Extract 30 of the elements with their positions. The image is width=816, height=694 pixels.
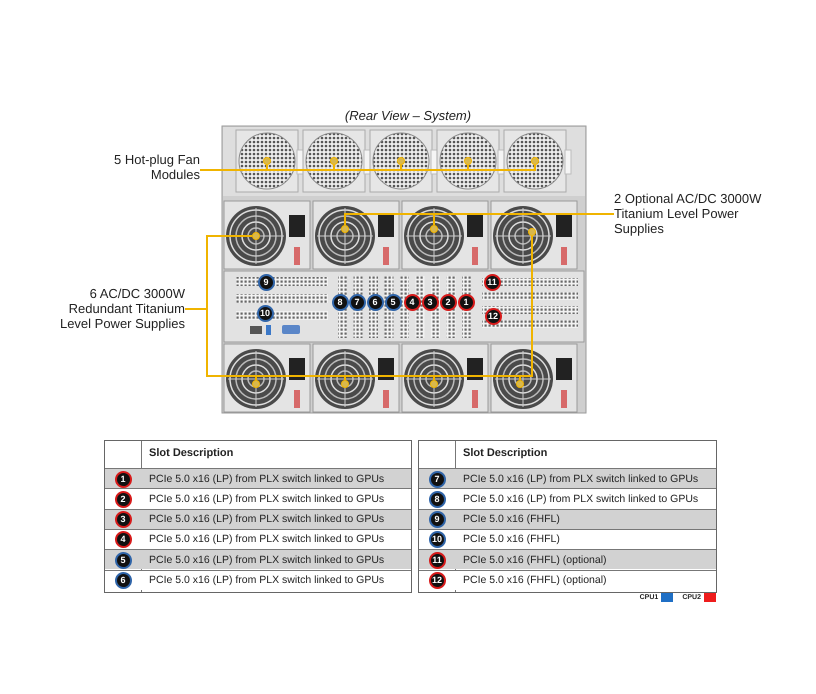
- callout-number: 2: [114, 490, 132, 508]
- callout-number: 10: [428, 531, 446, 548]
- slot-description: PCIe 5.0 x16 (FHFL) (optional): [463, 554, 607, 566]
- callout-number: 5: [114, 552, 132, 569]
- callout-number: 7: [428, 470, 446, 488]
- callout-label: 2 Optional AC/DC 3000W Titanium Level Power Supplies: [614, 191, 762, 236]
- slot-description: PCIe 5.0 x16 (LP) from PLX switch linked to GPUs: [149, 472, 384, 484]
- slot-description: PCIe 5.0 x16 (LP) from PLX switch linked to GPUs: [463, 472, 698, 484]
- callout-label: 6 AC/DC 3000W Redundant Titanium Level Power Supplies: [58, 286, 185, 331]
- slot-description: PCIe 5.0 x16 (LP) from PLX switch linked to GPUs: [149, 554, 384, 566]
- slot-description: PCIe 5.0 x16 (LP) from PLX switch linked to GPUs: [149, 533, 384, 546]
- callout-number: 8: [428, 490, 446, 508]
- callout-number: 3: [114, 511, 132, 528]
- slot-description: PCIe 5.0 x16 (FHFL): [463, 513, 560, 526]
- callout-number: 9: [428, 511, 446, 528]
- slot-description: PCIe 5.0 x16 (FHFL) (optional): [463, 574, 607, 586]
- slot-description: PCIe 5.0 x16 (LP) from PLX switch linked to GPUs: [149, 492, 384, 505]
- slot-description: PCIe 5.0 x16 (LP) from PLX switch linked to GPUs: [149, 513, 384, 526]
- column-header: Slot Description: [149, 447, 234, 459]
- slot-description: PCIe 5.0 x16 (LP) from PLX switch linked to GPUs: [463, 492, 698, 505]
- column-header: Slot Description: [463, 447, 548, 459]
- slot-description: PCIe 5.0 x16 (LP) from PLX switch linked to GPUs: [149, 574, 384, 586]
- callout-number: 4: [114, 531, 132, 548]
- slot-description: PCIe 5.0 x16 (FHFL): [463, 533, 560, 546]
- view-title: (Rear View – System): [344, 108, 472, 123]
- callout-number: 1: [114, 470, 132, 488]
- callout-number: 12: [428, 572, 446, 589]
- callout-number: 6: [114, 572, 132, 589]
- callout-label: 5 Hot-plug Fan Modules: [113, 152, 200, 182]
- callout-number: 11: [428, 552, 446, 569]
